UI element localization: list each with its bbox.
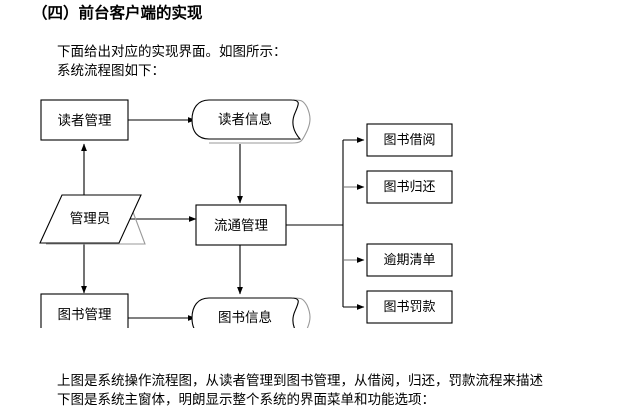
node-book-info: 图书信息 [191, 297, 311, 328]
page-title: （四）前台客户端的实现 [32, 4, 203, 22]
node-book-borrow: 图书借阅 [366, 123, 453, 157]
outro-line-2: 下图是系统主窗体，明朗显示整个系统的界面菜单和功能选项： [57, 392, 435, 408]
node-label-reader-mgmt: 读者管理 [58, 113, 112, 129]
node-label-book-info: 图书信息 [218, 309, 272, 326]
node-book-mgmt: 图书管理 [40, 293, 129, 328]
node-reader-info: 读者信息 [191, 99, 311, 144]
node-book-return: 图书归还 [366, 170, 453, 204]
node-book-fine: 图书罚款 [366, 290, 453, 324]
node-label-admin: 管理员 [70, 211, 111, 227]
node-label-circulation-mgmt: 流通管理 [214, 218, 268, 234]
node-label-reader-info: 读者信息 [218, 111, 272, 128]
node-circulation-mgmt: 流通管理 [195, 204, 287, 246]
node-label-book-return: 图书归还 [383, 180, 435, 195]
intro-paragraph: 下面给出对应的实现界面。如图所示： 系统流程图如下： [57, 43, 287, 81]
edge-circulation-mgmt-to-functions [286, 136, 365, 311]
node-label-book-borrow: 图书借阅 [383, 133, 435, 148]
node-admin: 管理员 [39, 194, 146, 245]
node-label-overdue-list: 逾期清单 [383, 253, 435, 268]
node-reader-mgmt: 读者管理 [40, 99, 129, 141]
intro-line-1: 下面给出对应的实现界面。如图所示： [57, 44, 287, 60]
intro-line-2: 系统流程图如下： [57, 63, 165, 79]
outro-line-1: 上图是系统操作流程图，从读者管理到图书管理，从借阅，归还，罚款流程来描述 [57, 373, 543, 389]
node-overdue-list: 逾期清单 [366, 243, 453, 277]
node-label-book-fine: 图书罚款 [383, 300, 435, 315]
outro-paragraph: 上图是系统操作流程图，从读者管理到图书管理，从借阅，归还，罚款流程来描述 下图是… [57, 372, 543, 410]
node-label-book-mgmt: 图书管理 [58, 307, 112, 323]
system-flowchart: 读者管理 读者信息 管理员 流通管理 图书管理 图书信息 [39, 99, 453, 328]
